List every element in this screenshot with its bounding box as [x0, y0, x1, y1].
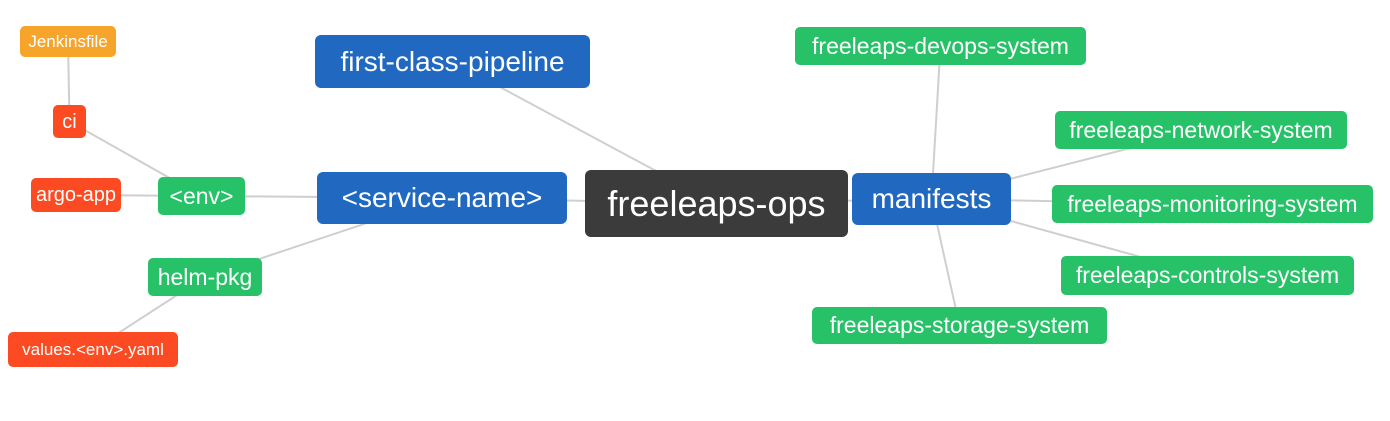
node-devops-system[interactable]: freeleaps-devops-system — [795, 27, 1086, 65]
node-freeleaps-ops[interactable]: freeleaps-ops — [585, 170, 848, 237]
node-ci[interactable]: ci — [53, 105, 86, 138]
node-helm-pkg[interactable]: helm-pkg — [148, 258, 262, 296]
node-monitoring-system[interactable]: freeleaps-monitoring-system — [1052, 185, 1373, 223]
node-storage-system[interactable]: freeleaps-storage-system — [812, 307, 1107, 344]
node-manifests[interactable]: manifests — [852, 173, 1011, 225]
node-argo-app[interactable]: argo-app — [31, 178, 121, 212]
node-values-env-yaml[interactable]: values.<env>.yaml — [8, 332, 178, 367]
node-network-system[interactable]: freeleaps-network-system — [1055, 111, 1347, 149]
node-env[interactable]: <env> — [158, 177, 245, 215]
node-controls-system[interactable]: freeleaps-controls-system — [1061, 256, 1354, 295]
node-first-class-pipeline[interactable]: first-class-pipeline — [315, 35, 590, 88]
node-service-name[interactable]: <service-name> — [317, 172, 567, 224]
node-jenkinsfile[interactable]: Jenkinsfile — [20, 26, 116, 57]
